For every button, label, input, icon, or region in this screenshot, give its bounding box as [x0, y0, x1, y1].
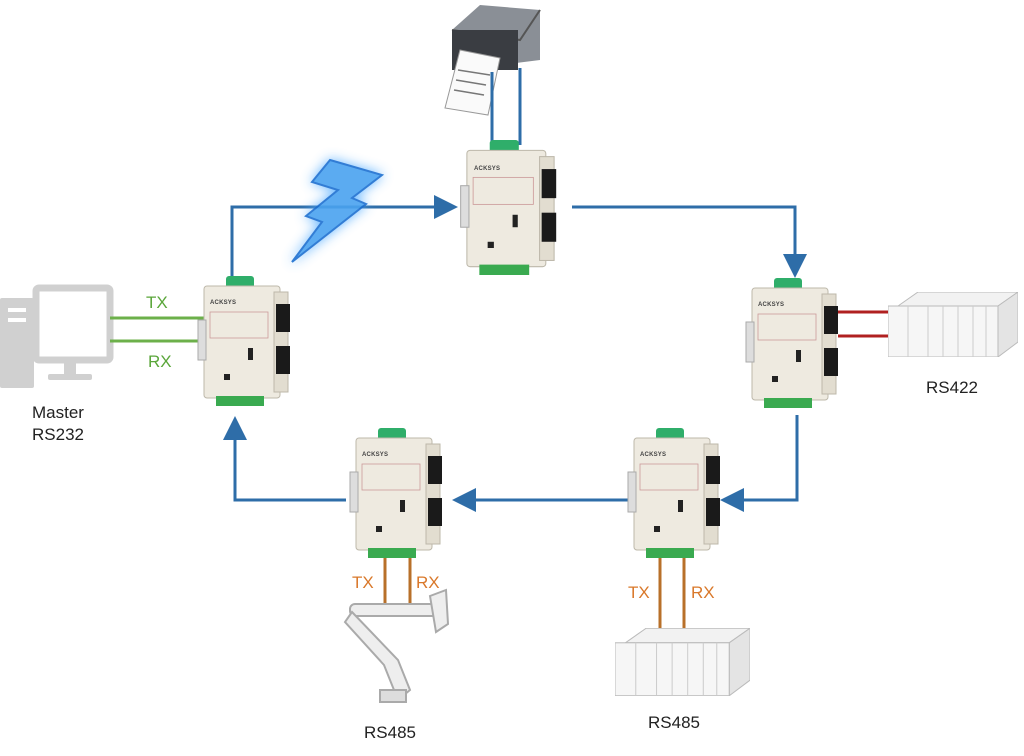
wireless-link-icon	[291, 158, 385, 263]
printer-icon	[444, 5, 541, 116]
converter-device-rs485-plc	[627, 428, 721, 558]
device-brand-printer: ACKSYS	[474, 166, 501, 172]
plc-rs485-label: RS485	[648, 713, 700, 732]
device-brand-master: ACKSYS	[210, 300, 237, 306]
robot-rs485-label: RS485	[364, 723, 416, 742]
master-label-line2: RS232	[32, 425, 84, 444]
rs422-plc-icon	[888, 292, 1018, 357]
rs485-plc-icon	[615, 628, 750, 696]
converter-device-rs422	[745, 278, 839, 408]
device-brand-rs485-robot: ACKSYS	[362, 452, 389, 458]
rs422-label: RS422	[926, 378, 978, 397]
robot-tx-label: TX	[352, 573, 374, 592]
converter-device-rs485-robot	[349, 428, 443, 558]
link-right-to-bottomright	[720, 415, 799, 512]
link-master-to-top	[230, 195, 458, 280]
robot-arm-icon	[343, 588, 450, 703]
link-bottomleft-to-master	[223, 416, 346, 502]
master-label: Master RS232	[18, 402, 98, 446]
robot-rx-label: RX	[416, 573, 440, 592]
master-pc-icon	[0, 284, 114, 388]
ring-links	[223, 195, 807, 512]
link-top-to-right	[572, 205, 807, 278]
converter-device-master	[197, 276, 291, 406]
pc-tx-label: TX	[146, 293, 168, 312]
plc-rx-label: RX	[691, 583, 715, 602]
converter-device-printer	[460, 140, 557, 275]
device-brand-rs485-plc: ACKSYS	[640, 452, 667, 458]
printer-links	[490, 68, 522, 145]
rs232-links	[110, 316, 205, 343]
pc-rx-label: RX	[148, 352, 172, 371]
plc-tx-label: TX	[628, 583, 650, 602]
rs485-links	[383, 550, 686, 632]
device-brand-rs422: ACKSYS	[758, 302, 785, 308]
master-label-line1: Master	[32, 403, 84, 422]
